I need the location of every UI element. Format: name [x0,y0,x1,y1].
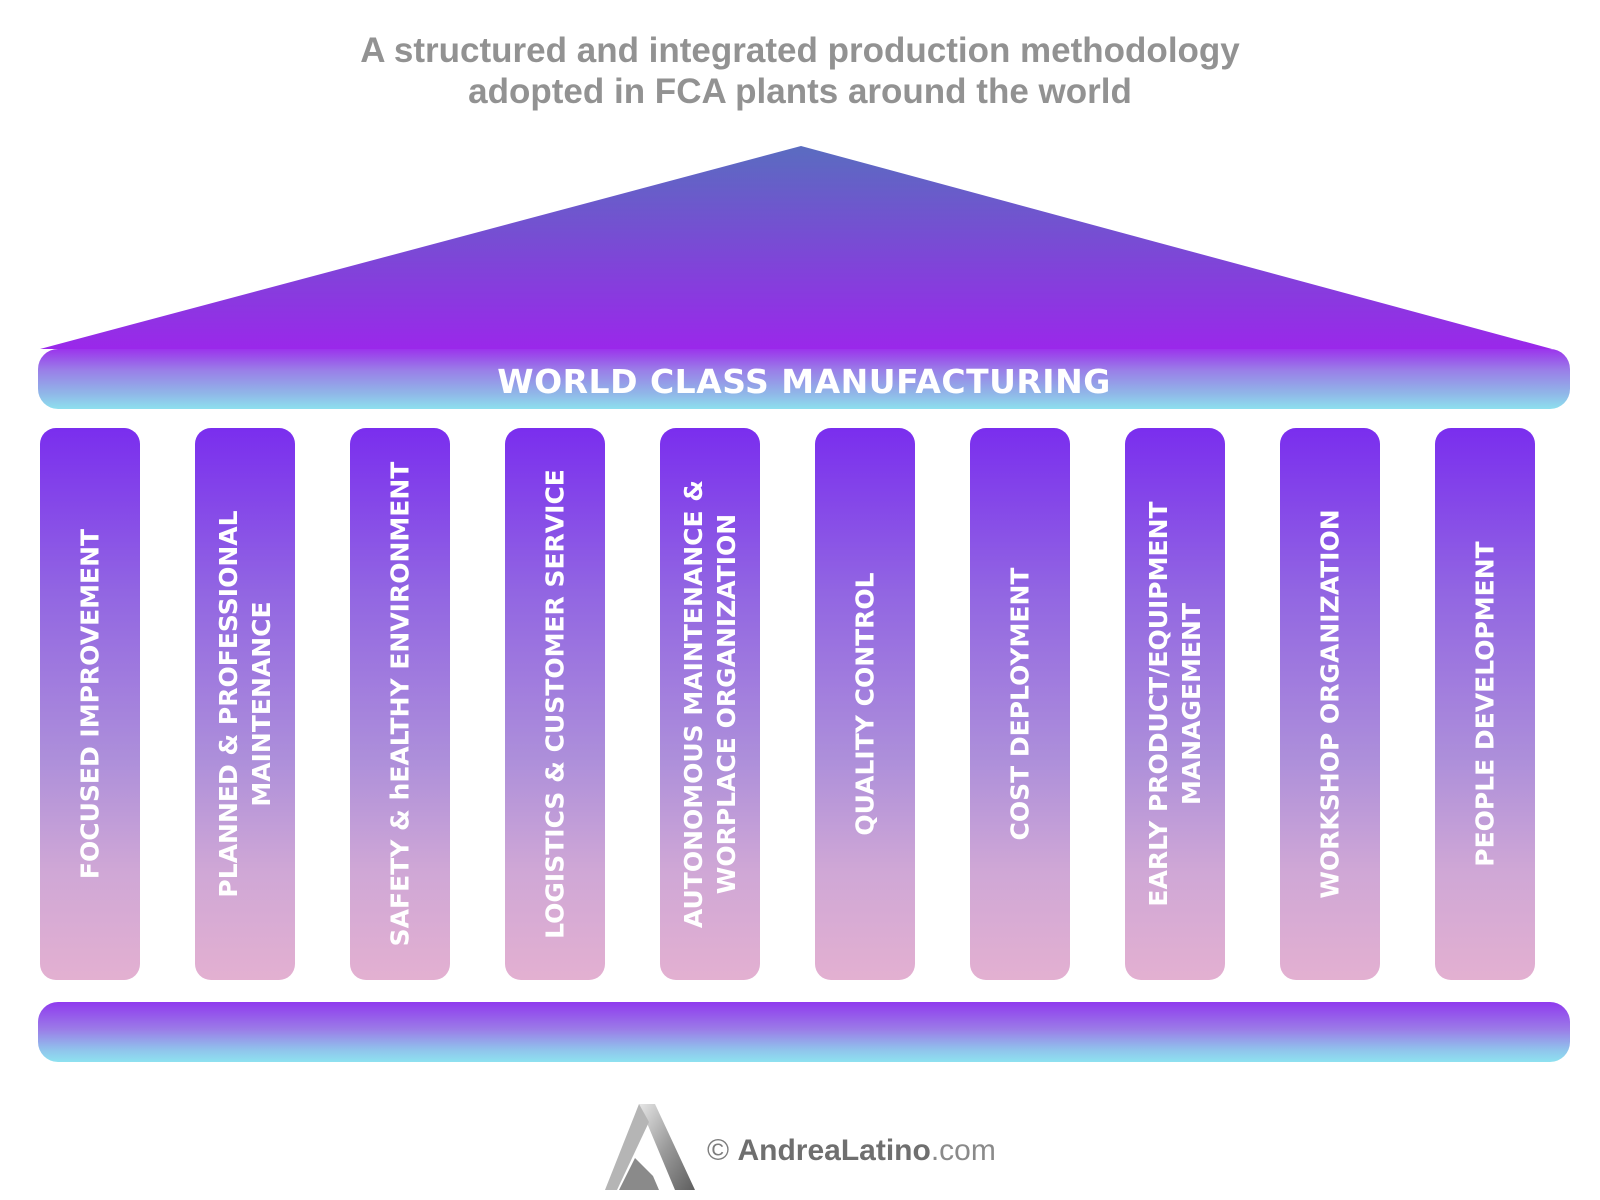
pillar-label-line: SAFETY & hEALTHY ENVIRONMENT [385,461,415,947]
pillar-label: LOGISTICS & CUSTOMER SERVICE [539,454,572,954]
pillar-label-line: WORPLACE ORGANIZATION [712,513,741,895]
pillar-label: WORKSHOP ORGANIZATION [1314,454,1347,954]
top-beam: WORLD CLASS MANUFACTURING [38,349,1570,409]
footer-name: AndreaLatino [737,1134,931,1167]
pillar-1: FOCUSED IMPROVEMENT [40,428,140,980]
pillar-6: QUALITY CONTROL [815,428,915,980]
pillar-label-line: AUTONOMOUS MAINTENANCE & [679,479,708,929]
pillar-label-line: LOGISTICS & CUSTOMER SERVICE [540,469,570,939]
footer-copyright: © AndreaLatino.com [707,1134,996,1168]
andrea-latino-logo-icon [605,1104,695,1190]
pillar-label-line: EARLY PRODUCT/EQUIPMENT [1144,501,1173,907]
pillars-row: FOCUSED IMPROVEMENT PLANNED & PROFESSIONA… [40,428,1570,980]
copyright-symbol: © [707,1134,730,1167]
pillar-label-line: FOCUSED IMPROVEMENT [75,528,105,880]
title-line-1: A structured and integrated production m… [360,31,1240,70]
beam-label: WORLD CLASS MANUFACTURING [497,361,1111,401]
pillar-label: QUALITY CONTROL [849,454,882,954]
pillar-label: AUTONOMOUS MAINTENANCE &WORPLACE ORGANIZ… [677,454,743,954]
base-beam [38,1002,1570,1062]
pillar-label-line: COST DEPLOYMENT [1005,567,1035,841]
pillar-label: SAFETY & hEALTHY ENVIRONMENT [384,454,417,954]
pillar-10: PEOPLE DEVELOPMENT [1435,428,1535,980]
pillar-label-line: PEOPLE DEVELOPMENT [1470,541,1500,867]
footer: © AndreaLatino.com [605,1104,1025,1194]
pillar-7: COST DEPLOYMENT [970,428,1070,980]
pillar-label-line: PLANNED & PROFESSIONAL [214,510,243,898]
pillar-5: AUTONOMOUS MAINTENANCE &WORPLACE ORGANIZ… [660,428,760,980]
footer-domain: .com [930,1134,996,1167]
pillar-label: FOCUSED IMPROVEMENT [74,454,107,954]
page-title: A structured and integrated production m… [0,30,1600,112]
roof-triangle [40,146,1552,349]
pillar-label-line: WORKSHOP ORGANIZATION [1315,509,1345,899]
pillar-label-line: QUALITY CONTROL [850,572,880,836]
pillar-label-line: MAINTENANCE [247,601,276,807]
pillar-label: PEOPLE DEVELOPMENT [1469,454,1502,954]
pillar-label: COST DEPLOYMENT [1004,454,1037,954]
title-line-2: adopted in FCA plants around the world [468,72,1132,111]
pillar-9: WORKSHOP ORGANIZATION [1280,428,1380,980]
pillar-label-line: MANAGEMENT [1177,602,1206,806]
pillar-3: SAFETY & hEALTHY ENVIRONMENT [350,428,450,980]
pillar-4: LOGISTICS & CUSTOMER SERVICE [505,428,605,980]
